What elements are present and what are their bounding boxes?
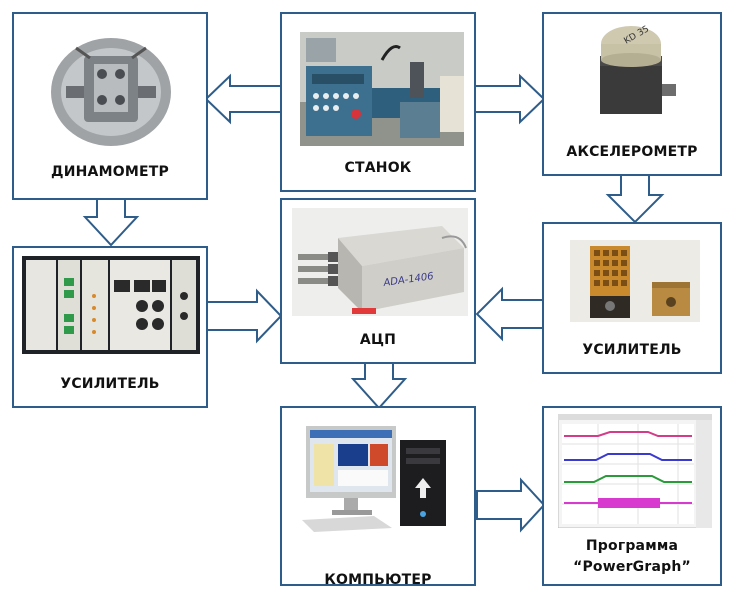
block-komputer: КОМПЬЮТЕР xyxy=(280,406,476,588)
computer-photo xyxy=(296,416,466,534)
block-dinamometr: ДИНАМОМЕТР xyxy=(12,12,208,200)
block-stanok: СТАНОК xyxy=(280,12,476,192)
block-akselerometr: KD 35 АКСЕЛЕРОМЕТР xyxy=(542,12,722,176)
block-dinamometr-label: ДИНАМОМЕТР xyxy=(51,164,169,180)
block-usilitel-left-label: УСИЛИТЕЛЬ xyxy=(60,376,160,392)
arrow-dinamometr-to-usilitel xyxy=(82,198,140,247)
block-stanok-label: СТАНОК xyxy=(344,160,412,176)
arrow-akselerometr-to-usilitel xyxy=(605,173,665,224)
machine-tool-photo xyxy=(300,32,464,146)
block-usilitel-left: УСИЛИТЕЛЬ xyxy=(12,246,208,408)
arrow-stanok-to-akselerometr xyxy=(473,73,546,125)
arrow-komputer-to-programma xyxy=(476,477,546,533)
accelerometer-photo: KD 35 xyxy=(582,22,686,126)
block-programma-label-1: Программа xyxy=(585,538,679,554)
block-acp-label: АЦП xyxy=(359,332,397,348)
arrow-stanok-to-dinamometr xyxy=(204,73,282,125)
block-komputer-label: КОМПЬЮТЕР xyxy=(324,572,432,588)
powergraph-screenshot xyxy=(558,414,712,528)
adc-unit-photo: ADA-1406 xyxy=(292,208,468,316)
block-usilitel-right-label: УСИЛИТЕЛЬ xyxy=(582,342,682,358)
arrow-usilitel-to-acp xyxy=(206,288,283,344)
block-acp: ADA-1406 АЦП xyxy=(280,198,476,364)
dynamometer-photo xyxy=(46,28,176,150)
block-programma-label-2: “PowerGraph” xyxy=(573,559,691,575)
amplifier-rack-photo xyxy=(22,256,200,354)
arrow-acp-to-komputer xyxy=(350,361,408,410)
block-usilitel-right: УСИЛИТЕЛЬ xyxy=(542,222,722,374)
block-programma: Программа “PowerGraph” xyxy=(542,406,722,586)
block-akselerometr-label: АКСЕЛЕРОМЕТР xyxy=(566,144,698,160)
charge-amplifier-photo xyxy=(570,240,700,322)
arrow-usilitel-right-to-acp xyxy=(475,286,544,342)
